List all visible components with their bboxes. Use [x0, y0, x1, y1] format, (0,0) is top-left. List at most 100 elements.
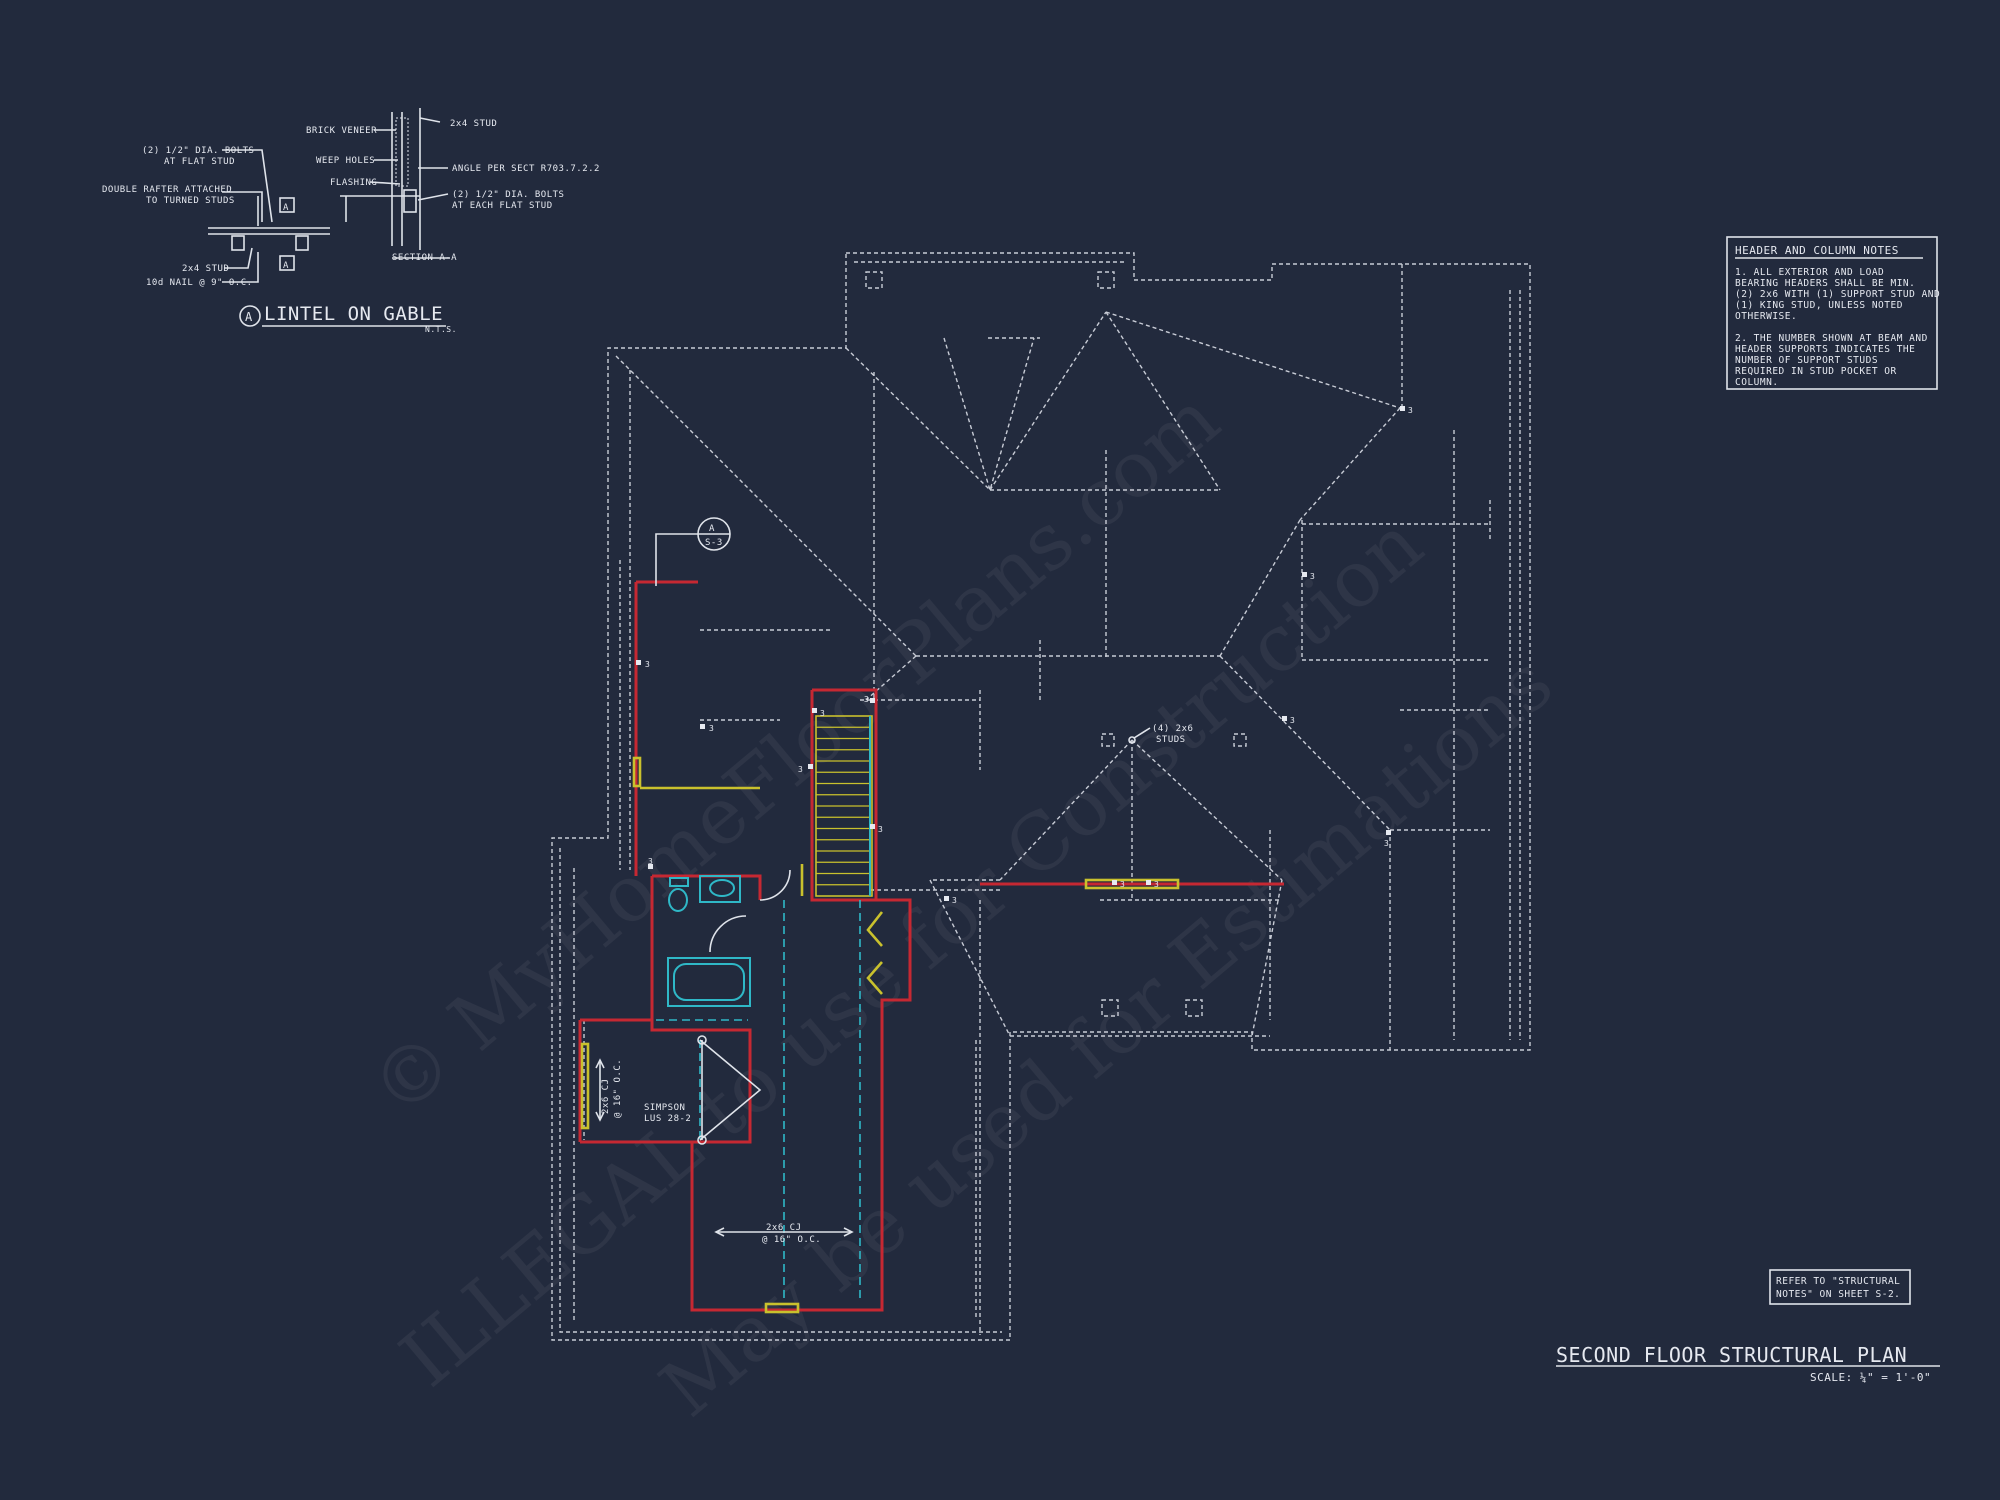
bearing-wall-bath-top	[652, 874, 762, 900]
stud-count: 3	[1310, 572, 1315, 581]
floor-plan: A S-3 3 3 3 3 3 3 3 3 3 3 3	[551, 252, 1531, 1341]
toilet-tank	[669, 877, 689, 887]
callout-bolts-flat-1: (2) 1/2" DIA. BOLTS	[142, 146, 254, 156]
hip-line-4	[1105, 311, 1221, 491]
leader-flashing	[369, 181, 401, 185]
stud-count: 3	[864, 695, 869, 704]
bathroom	[667, 869, 791, 1007]
notes-line: HEADER SUPPORTS INDICATES THE	[1735, 344, 1915, 355]
dormer-hip	[943, 337, 1035, 493]
stud-marker	[870, 824, 875, 829]
notes-line: COLUMN.	[1735, 377, 1779, 388]
section-callout-top: A	[709, 524, 715, 534]
callout-bolts-flat-2: AT FLAT STUD	[164, 157, 235, 167]
bearing-wall-stair-left	[810, 690, 876, 902]
leader-nail	[222, 252, 259, 283]
toilet-icon	[668, 888, 688, 912]
stud-count: 3	[1154, 880, 1159, 889]
column-4	[1233, 733, 1247, 747]
refer-note-line-1: REFER TO "STRUCTURAL	[1776, 1276, 1900, 1287]
notes-line: 2. THE NUMBER SHOWN AT BEAM AND	[1735, 333, 1928, 344]
vanity	[699, 875, 741, 903]
notes-line: OTHERWISE.	[1735, 311, 1797, 322]
detail-tag-circle	[239, 305, 261, 327]
column-1	[865, 271, 883, 289]
section-mark-bottom-label: A	[283, 261, 289, 271]
joist-arrow-head-left	[714, 1227, 725, 1237]
notes-line: (1) KING STUD, UNLESS NOTED	[1735, 300, 1903, 311]
header-bump-out	[580, 1042, 590, 1130]
stud-marker	[944, 896, 949, 901]
callout-bolts-each-2: AT EACH FLAT STUD	[452, 201, 553, 211]
flat-stud-left	[231, 235, 245, 251]
sheet-title: SECOND FLOOR STRUCTURAL PLAN	[1556, 1343, 1907, 1367]
stud-count: 3	[952, 896, 957, 905]
stud-count: 3	[798, 765, 803, 774]
refer-note-frame	[1769, 1269, 1911, 1305]
stud-marker	[1400, 406, 1405, 411]
hip-line-12	[929, 879, 1011, 1037]
notes-frame	[1726, 236, 1938, 390]
callout-nail: 10d NAIL @ 9" O.C.	[146, 278, 253, 288]
notes-line: (2) 2x6 WITH (1) SUPPORT STUD AND	[1735, 289, 1940, 300]
hip-line-13	[1251, 879, 1283, 1037]
stud-marker	[1302, 572, 1307, 577]
closet-door-1	[866, 911, 884, 947]
section-callout-bottom: S-3	[705, 538, 723, 548]
brick-veneer-hatch	[395, 117, 409, 187]
leader-stud-top	[419, 117, 441, 123]
flat-stud-right	[295, 235, 309, 251]
leader-stud-bottom	[224, 247, 253, 269]
bathtub-basin	[673, 963, 745, 1001]
hip-line-1	[615, 355, 917, 657]
hip-line-9	[1219, 655, 1391, 831]
callout-angle: ANGLE PER SECT R703.7.2.2	[452, 164, 600, 174]
watermark: © MyHomeFloorPlans.com ILLEGAL to use fo…	[354, 374, 1569, 1434]
detail-tag: A	[245, 310, 253, 324]
callout-brick: BRICK VENEER	[306, 126, 377, 136]
stud-count: 3	[820, 709, 825, 718]
closet-door-2	[866, 961, 883, 995]
header-bottom	[764, 1302, 800, 1314]
sheet-scale: SCALE: ¼" = 1'-0"	[1810, 1371, 1931, 1384]
notes-title: HEADER AND COLUMN NOTES	[1735, 244, 1899, 257]
column-3	[1101, 733, 1115, 747]
section-label: SECTION A-A	[392, 253, 457, 263]
cj-arrow-head-bottom	[595, 1111, 605, 1122]
header-left	[632, 756, 642, 788]
callout-stud-top: 2x4 STUD	[450, 119, 497, 129]
cj-vertical-label-2: @ 16" O.C.	[613, 1059, 623, 1118]
column-5	[1101, 999, 1119, 1017]
cj-vertical-label-1: 2x6 CJ	[601, 1078, 611, 1114]
leader-bolts-each	[417, 193, 449, 201]
joist-label-1: 2x6 CJ	[766, 1223, 802, 1233]
section-mark-top	[279, 197, 295, 213]
studs-label-1: (4) 2x6	[1152, 724, 1193, 734]
stud-count: 3	[878, 825, 883, 834]
column-2	[1097, 271, 1115, 289]
stud-marker	[1386, 830, 1391, 835]
column-6	[1185, 999, 1203, 1017]
hip-line-2	[845, 347, 991, 491]
bearing-wall-core	[650, 876, 912, 1312]
bathtub-icon	[667, 957, 751, 1007]
cj-arrow-head-top	[595, 1058, 605, 1069]
section-callout-leader	[655, 533, 698, 586]
simpson-label-2: LUS 28-2	[644, 1114, 691, 1124]
hip-line-3	[989, 311, 1107, 491]
stair-treads	[816, 726, 870, 886]
stud-marker	[1282, 716, 1287, 721]
callout-weep: WEEP HOLES	[316, 156, 375, 166]
staircase	[815, 715, 873, 897]
stud-count: 3	[1290, 716, 1295, 725]
roof-outline	[551, 252, 1531, 1341]
stud-marker	[812, 708, 817, 713]
stud-marker	[1112, 880, 1117, 885]
studs-leader	[1133, 727, 1151, 739]
hip-line-5	[1105, 311, 1401, 409]
lintel-bolt-block	[403, 189, 417, 213]
callout-flashing: FLASHING	[330, 178, 377, 188]
stud-marker	[808, 764, 813, 769]
stud-count: 3	[709, 724, 714, 733]
